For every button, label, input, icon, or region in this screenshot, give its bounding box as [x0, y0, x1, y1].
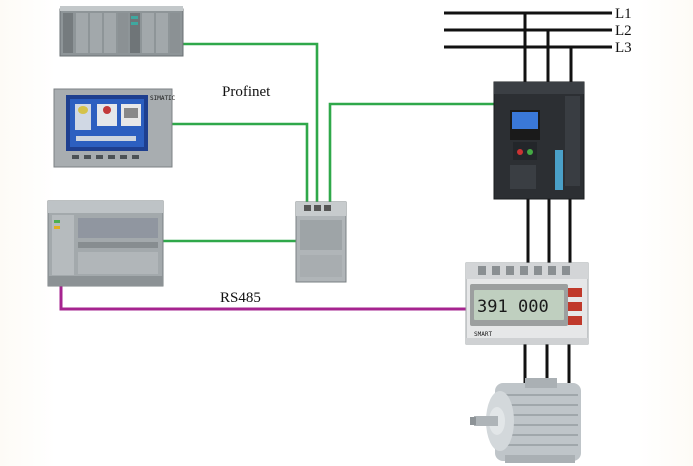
meter-reading-right: 000: [518, 297, 549, 317]
hmi-panel-device: SIMATIC: [53, 88, 176, 168]
energy-meter-device: 391 000 SMART: [465, 262, 589, 345]
wire-rack-to-switch: [183, 42, 319, 207]
io-rack-device: [59, 6, 184, 57]
label-l2: L2: [615, 23, 632, 39]
meter-brand: SMART: [474, 331, 492, 338]
label-rs485: RS485: [220, 290, 261, 306]
label-profinet: Profinet: [222, 84, 271, 100]
label-l1: L1: [615, 6, 632, 22]
wire-drive-to-switch: [328, 102, 494, 207]
profinet-wiring: [163, 42, 494, 243]
label-l3: L3: [615, 40, 632, 56]
profinet-switch-device: [295, 201, 347, 283]
hmi-logo: SIMATIC: [150, 95, 176, 102]
plc-device: [47, 200, 164, 287]
frequency-drive-device: [493, 81, 585, 200]
wire-rs485: [59, 286, 466, 311]
wire-hmi-to-switch: [172, 122, 309, 207]
motor-device: [470, 378, 581, 463]
meter-reading-left: 391: [477, 297, 508, 317]
